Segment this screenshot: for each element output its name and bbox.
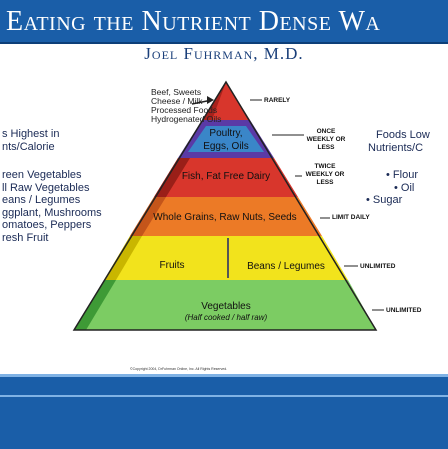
pyramid-outline: [72, 80, 378, 331]
copyright-notice: ©Copyright 2004, DrFuhrman Online, Inc. …: [130, 367, 228, 371]
footer-stripe: [0, 395, 448, 397]
veg-title: Vegetables: [201, 301, 251, 312]
list-item: • Oil: [386, 182, 418, 195]
heading-line: s Highest in: [2, 128, 60, 140]
freq-weekly: ONCE WEEKLY OR LESS: [306, 128, 346, 151]
right-panel-heading: Foods Low Nutrients/C: [368, 129, 430, 155]
tier-label-beans: Beans / Legumes: [247, 261, 325, 272]
list-item: • Flour: [386, 169, 418, 182]
tier-text: Poultry, Eggs, Oils: [203, 128, 249, 152]
bullet-icon: •: [366, 194, 370, 206]
author-name: Joel Fuhrman, M.D.: [144, 44, 304, 63]
tier-yellow-shade: [104, 236, 142, 280]
heading-line: nts/Calorie: [2, 141, 55, 153]
tier-fish: [154, 158, 298, 197]
callout-arrowhead: [207, 96, 214, 104]
freq-twice: TWICE WEEKLY OR LESS: [305, 163, 345, 186]
rarely-food-item: Cheese / Milk: [151, 96, 203, 106]
tier-label-vegetables: Vegetables (Half cooked / half raw): [156, 301, 296, 323]
tier-grains: [130, 197, 322, 236]
list-item: • Sugar: [366, 194, 418, 207]
rarely-food-item: Beef, Sweets: [151, 87, 202, 97]
list-item: omatoes, Peppers: [2, 219, 92, 231]
tier-label-grains: Whole Grains, Raw Nuts, Seeds: [153, 212, 297, 223]
rarely-foods-list: Beef, Sweets Cheese / Milk Processed Foo…: [151, 88, 221, 124]
list-item-label: Sugar: [372, 194, 403, 206]
list-item-label: Flour: [392, 169, 418, 181]
list-item: ll Raw Vegetables: [2, 181, 90, 194]
rarely-food-item: Processed Foods: [151, 105, 218, 115]
tier-fruits-beans: [104, 236, 348, 280]
bullet-icon: •: [394, 181, 398, 194]
page-title: Eating the Nutrient Dense Wa: [6, 6, 381, 37]
list-item: resh Fruit: [2, 231, 49, 244]
bullet-icon: •: [386, 169, 390, 181]
freq-daily: LIMIT DAILY: [332, 214, 370, 221]
freq-unlimited-vegetables: UNLIMITED: [386, 307, 422, 314]
tier-poultry-inner: [188, 126, 264, 152]
freq-unlimited-fruits: UNLIMITED: [360, 263, 396, 270]
header-banner: Eating the Nutrient Dense Wa: [0, 0, 448, 44]
veg-subtitle: (Half cooked / half raw): [184, 313, 268, 322]
heading-line: Nutrients/C: [368, 142, 424, 154]
footer-banner: [0, 374, 448, 449]
tier-vegetables: [74, 280, 376, 330]
tier-label-fish: Fish, Fat Free Dairy: [181, 171, 271, 182]
list-item-label: Oil: [400, 181, 415, 194]
tier-label-fruits: Fruits: [159, 260, 185, 271]
heading-line: Foods Low: [376, 129, 430, 141]
right-panel-list: • Flour • Oil • Sugar: [366, 169, 418, 207]
rarely-food-item: Hydrogenated Oils: [151, 114, 222, 124]
left-panel-heading: s Highest in nts/Calorie: [2, 128, 59, 154]
freq-rarely: RARELY: [264, 97, 291, 104]
tier-fish-shade: [154, 158, 190, 197]
tier-grains-shade: [130, 197, 166, 236]
list-item: eans / Legumes: [2, 194, 81, 206]
list-item: reen Vegetables: [2, 169, 82, 181]
tier-green-shade: [74, 280, 116, 330]
tier-label-poultry: Poultry, Eggs, Oils: [194, 127, 258, 153]
left-panel-list: reen Vegetables ll Raw Vegetables eans /…: [2, 169, 102, 244]
list-item: ggplant, Mushrooms: [2, 206, 102, 219]
